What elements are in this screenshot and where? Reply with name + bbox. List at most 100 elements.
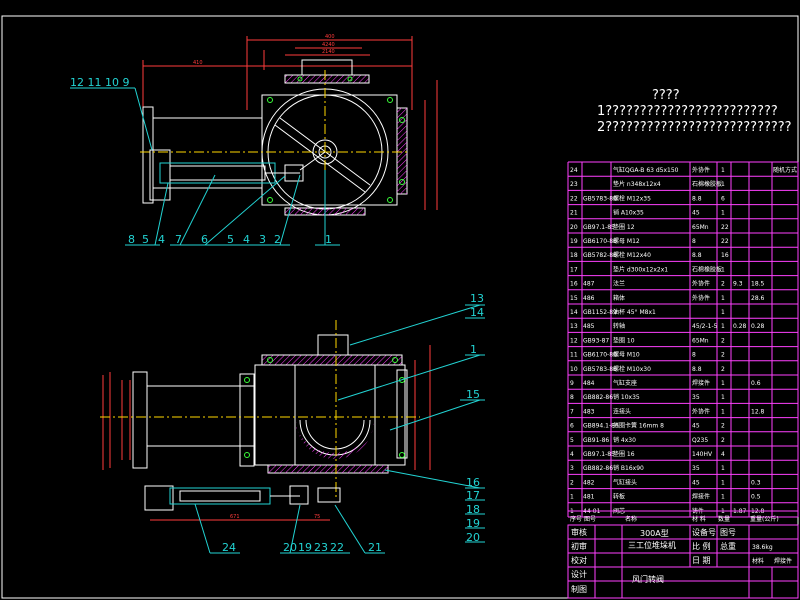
bom-cell-total-weight: 0.5: [751, 494, 761, 501]
bv-shaft-end: [317, 487, 341, 503]
bom-cell-qty: 2: [721, 337, 725, 344]
inlet-neck: [301, 59, 353, 76]
bom-cell-name: 销 B16x90: [613, 464, 644, 472]
label-14: 14: [470, 306, 484, 319]
tb-material-value: 焊接件: [774, 557, 792, 565]
bom-cell-unit-weight: 9.3: [733, 281, 743, 288]
bom-cell-qty: 2: [721, 366, 725, 373]
bom-cell-name: 气缸支座: [613, 379, 637, 387]
tb-drawing-no: 图号: [720, 528, 736, 537]
bv-cylinder-clevis: [289, 485, 309, 505]
tb-date: 日 期: [692, 556, 711, 565]
label-15: 15: [466, 388, 480, 401]
top-bolts: [267, 76, 405, 203]
bom-cell-no: 6: [570, 423, 574, 430]
label-1: 1: [470, 343, 477, 356]
label-24: 24: [222, 541, 236, 554]
bom-cell-qty: 2: [721, 437, 725, 444]
bom-cell-qty: 2: [721, 281, 725, 288]
label-19b: 19: [298, 541, 312, 554]
bom-cell-no: 12: [570, 337, 578, 344]
top-view: 400 410 4240 2140: [70, 34, 438, 246]
bom-cell-qty: 22: [721, 224, 729, 231]
label-12-11-10-9: 12 11 10 9: [70, 76, 129, 89]
bom-cell-material: 石棉橡胶板: [692, 265, 722, 273]
dim-top-overall: 400: [325, 34, 335, 40]
bom-cell-material: Q235: [692, 437, 708, 444]
bottom-view: 671 75: [100, 292, 485, 554]
bom-cell-name: 垫圈 10: [613, 336, 635, 344]
bom-cell-qty: 1: [721, 494, 725, 501]
bom-cell-no: 18: [570, 252, 578, 259]
bom-cell-no: 3: [570, 465, 574, 472]
tb-row-1: 初审: [571, 541, 587, 551]
bom-cell-no: 20: [570, 224, 578, 231]
bom-cell-name: 螺母 M10: [613, 351, 640, 359]
tb-drawing-name: 风门转阀: [632, 574, 664, 584]
label-21: 21: [368, 541, 382, 554]
bom-header-material: 材 料: [692, 515, 706, 523]
bom-cell-material: 8.8: [692, 252, 702, 259]
bom-cell-code: 481: [583, 494, 595, 501]
bom-cell-code: GB894.1-86: [583, 423, 619, 430]
bom-cell-name: 垫片 n348x12x4: [613, 180, 661, 188]
bom-cell-material: 8.8: [692, 366, 702, 373]
cylinder-clevis: [284, 164, 304, 182]
label-16: 16: [466, 476, 480, 489]
label-b7: 7: [175, 233, 182, 246]
bv-shaft-boss: [317, 334, 349, 356]
bom-cell-code: GB97.1-85: [583, 451, 615, 458]
bom-cell-code: GB6170-86: [583, 352, 617, 359]
bom-cell-total-weight: 28.6: [751, 295, 765, 302]
bom-cell-code: 482: [583, 479, 595, 486]
bv-leaders: [194, 304, 485, 554]
bom-cell-material: 焊接件: [692, 493, 710, 501]
notes-line-2: 2???????????????????????????: [597, 120, 792, 135]
bom-cell-qty: 2: [721, 352, 725, 359]
bom-cell-total-weight: 18.5: [751, 281, 765, 288]
bom-cell-no: 21: [570, 210, 578, 217]
bom-cell-name: 螺栓 M12x35: [613, 194, 651, 202]
bom-cell-name: 销 A10x35: [613, 209, 644, 217]
bom-cell-no: 19: [570, 238, 578, 245]
bom-cell-name: 转轴: [613, 322, 625, 330]
label-b1: 1: [325, 233, 332, 246]
bom-cell-qty: 1: [721, 210, 725, 217]
bom-cell-material: 外协件: [692, 166, 710, 174]
label-b5: 5: [142, 233, 149, 246]
bom-cell-qty: 22: [721, 238, 729, 245]
label-b5b: 5: [227, 233, 234, 246]
bom-cell-code: 487: [583, 281, 595, 288]
label-b8: 8: [128, 233, 135, 246]
bom-cell-qty: 1: [721, 309, 725, 316]
bom-cell-no: 4: [570, 451, 574, 458]
bv-bolts: [244, 357, 405, 458]
bom-cell-qty: 1: [721, 380, 725, 387]
bv-housing: [254, 364, 406, 466]
bom-cell-code: 485: [583, 323, 595, 330]
bv-left-flange: [132, 371, 148, 469]
dim-top-inner: 2140: [322, 49, 335, 55]
bom-cell-no: 14: [570, 309, 578, 316]
bom-cell-qty: 1: [721, 394, 725, 401]
bom-cell-total-weight: 12.8: [751, 408, 765, 415]
bom-header-name: 名称: [625, 515, 637, 523]
top-dimension-lines: [142, 36, 438, 210]
bom-cell-qty: 1: [721, 181, 725, 188]
bom-cell-name: 垫圈 12: [613, 223, 635, 231]
bom-cell-material: 65Mn: [692, 337, 709, 344]
bom-cell-remark: 随机方式: [773, 166, 797, 174]
bom-cell-material: 8: [692, 352, 696, 359]
bom-cell-qty: 1: [721, 408, 725, 415]
bom-cell-name: 连接头: [613, 407, 631, 415]
bom-header-no: 序号: [570, 515, 582, 523]
bom-cell-code: 484: [583, 380, 595, 387]
rotor-blade-2: [274, 124, 366, 193]
label-b4b: 4: [243, 233, 250, 246]
label-b3: 3: [259, 233, 266, 246]
label-b2: 2: [274, 233, 281, 246]
bom-cell-no: 11: [570, 352, 578, 359]
notes-line-1: 1?????????????????????????: [597, 104, 778, 119]
tb-row-0: 审核: [571, 527, 587, 537]
